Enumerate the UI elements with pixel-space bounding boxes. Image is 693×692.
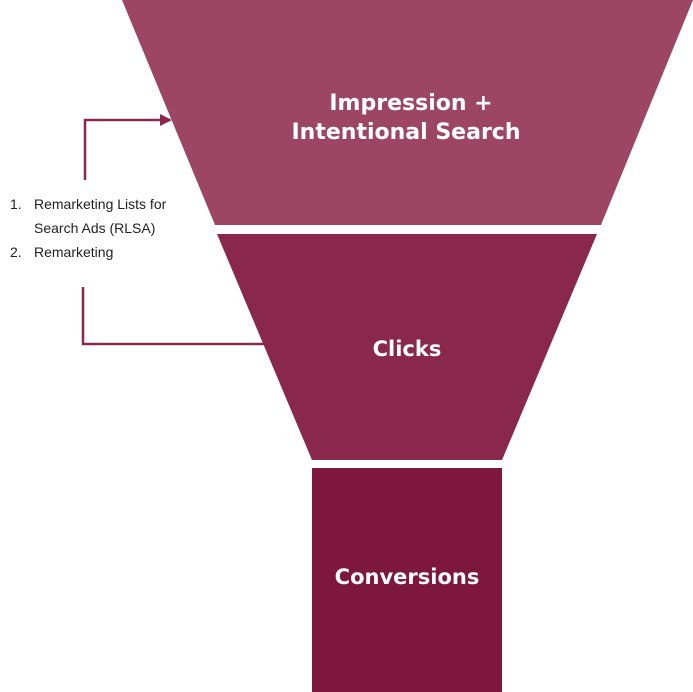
list-item-number: 2. xyxy=(10,244,22,260)
stage-impression-label-line2: Intentional Search xyxy=(292,120,521,145)
list-item-number: 1. xyxy=(10,196,22,212)
funnel-stage-conversions xyxy=(312,468,502,692)
list-item-text: Remarketing Lists for Search Ads (RLSA) xyxy=(34,196,167,236)
remarketing-connector-line xyxy=(81,287,264,346)
list-item: 2. Remarketing xyxy=(10,240,200,264)
remarketing-connector-arrow xyxy=(83,114,172,180)
list-item-text: Remarketing xyxy=(34,244,114,260)
funnel-stage-clicks xyxy=(217,234,597,460)
funnel-stage-impression xyxy=(122,0,693,225)
stage-impression-label-line1: Impression + xyxy=(329,91,492,116)
stage-clicks-label: Clicks xyxy=(373,337,442,361)
remarketing-list: 1. Remarketing Lists for Search Ads (RLS… xyxy=(10,192,200,264)
stage-conversions-label: Conversions xyxy=(335,565,480,589)
list-item: 1. Remarketing Lists for Search Ads (RLS… xyxy=(10,192,200,240)
